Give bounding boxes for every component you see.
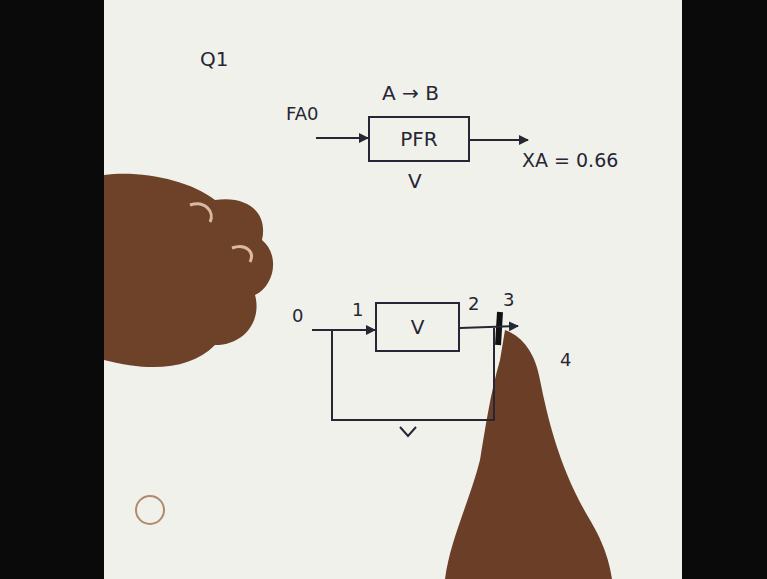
logo: [136, 496, 164, 524]
outlet-arrow: [470, 139, 528, 141]
pen: [498, 312, 500, 345]
handwritten-label: XA = 0.66: [522, 150, 618, 171]
hand: [445, 330, 612, 579]
handwritten-label: 3: [503, 290, 514, 310]
handwritten-label: 4: [560, 350, 571, 370]
handwritten-label: V: [408, 170, 422, 192]
handwritten-label: 0: [292, 306, 303, 326]
feed-line: [312, 329, 375, 331]
handwritten-label: 1: [352, 300, 363, 320]
reactor-box: PFR: [368, 116, 470, 162]
handwritten-label: Q1: [200, 48, 228, 70]
hand: [104, 174, 273, 367]
paper: [104, 0, 682, 579]
recycle-line: [332, 328, 494, 420]
feed-arrow: [316, 137, 368, 139]
handwritten-label: A → B: [382, 82, 439, 104]
handwritten-label: 2: [468, 294, 479, 314]
flow-mark: [400, 427, 416, 436]
box-label: PFR: [400, 127, 437, 151]
outlet-line: [460, 326, 518, 328]
handwritten-label: FA0: [286, 104, 318, 124]
reactor-box: V: [375, 302, 460, 352]
box-label: V: [411, 315, 425, 339]
